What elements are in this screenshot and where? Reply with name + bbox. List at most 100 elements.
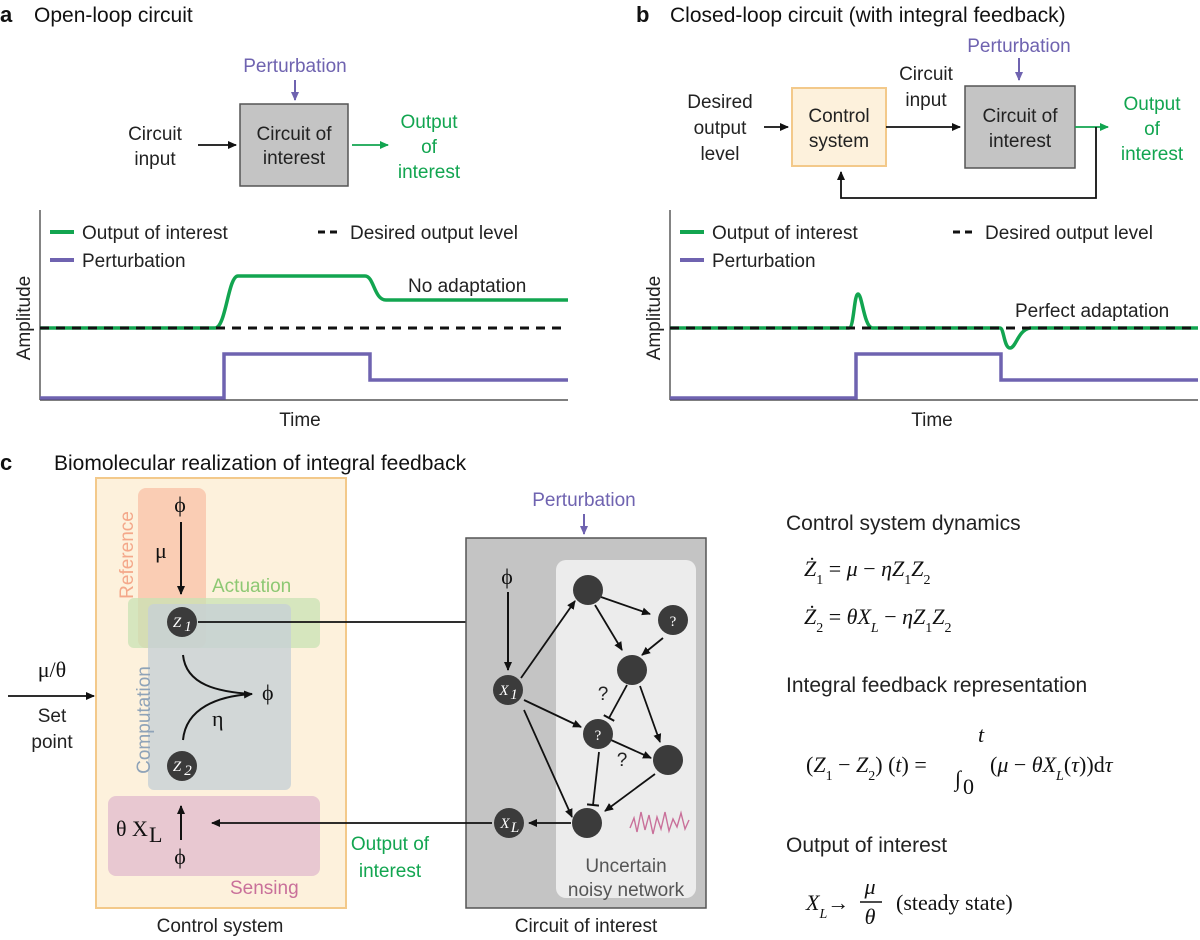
uncertain-label-1: Uncertain — [585, 856, 666, 877]
panel-a-circuit-box — [239, 103, 349, 187]
svg-text:X: X — [498, 683, 509, 699]
panel-b-desired-label-1: Desired — [687, 92, 752, 113]
svg-text:X: X — [499, 816, 510, 832]
panel-a-annotation: No adaptation — [408, 276, 526, 297]
svg-text:1: 1 — [510, 687, 518, 703]
network-node-unknown-1: ? — [658, 605, 688, 635]
svg-text:Z: Z — [173, 759, 182, 775]
equation-1: Ż1 = μ − ηZ1Z2 — [804, 556, 931, 588]
z1-node: Z 1 — [167, 607, 197, 637]
eq-title-integral: Integral feedback representation — [786, 674, 1087, 697]
network-node-unknown-2: ? — [583, 719, 613, 749]
panel-b-legend-output: Output of interest — [712, 223, 858, 244]
panel-a-box-label-1: Circuit of — [257, 124, 333, 145]
panel-c-output-label-2: interest — [359, 861, 422, 882]
circuit-phi: ϕ — [501, 564, 513, 589]
circuit-of-interest-caption: Circuit of interest — [515, 916, 658, 937]
panel-a-output-trace — [40, 274, 568, 330]
network-node-4 — [572, 808, 602, 838]
panel-a-legend-desired: Desired output level — [350, 223, 518, 244]
panel-a-perturbation-label: Perturbation — [243, 56, 347, 77]
panel-b-legend-desired: Desired output level — [985, 223, 1153, 244]
panel-b: b Closed-loop circuit (with integral fee… — [636, 2, 1198, 431]
panel-b-input-label-2: input — [905, 90, 947, 111]
panel-b-box-label-2: interest — [989, 131, 1052, 152]
reference-label: Reference — [117, 511, 138, 599]
panel-a-legend-perturbation: Perturbation — [82, 251, 186, 272]
panel-b-legend-perturbation: Perturbation — [712, 251, 816, 272]
panel-c-perturbation-label: Perturbation — [532, 490, 636, 511]
panel-b-xlabel: Time — [911, 410, 953, 431]
panel-b-output-label-1: Output — [1123, 94, 1181, 115]
integral-sign: ∫ — [953, 766, 963, 792]
panel-b-desired-label-2: output — [694, 118, 748, 139]
eq-title-output: Output of interest — [786, 834, 947, 857]
question-mark-edge-1: ? — [598, 684, 609, 705]
integral-lower-limit: 0 — [963, 774, 974, 799]
equation-4: XL→ — [805, 890, 849, 922]
eq-title-dynamics: Control system dynamics — [786, 512, 1021, 535]
svg-text:2: 2 — [184, 763, 192, 779]
sensing-theta-xl: θ X — [116, 816, 148, 841]
integral-upper-limit: t — [978, 722, 985, 747]
svg-text:Z: Z — [173, 615, 182, 631]
panel-a-output-label-3: interest — [398, 162, 461, 183]
panel-a-output-label-2: of — [421, 137, 438, 158]
sensing-phi: ϕ — [174, 844, 186, 869]
panel-c-output-label-1: Output of — [351, 834, 430, 855]
panel-b-output-trace — [670, 292, 1198, 350]
panel-b-output-label-2: of — [1144, 119, 1161, 140]
panel-b-title: Closed-loop circuit (with integral feedb… — [670, 4, 1066, 27]
panel-a-output-label-1: Output — [400, 112, 458, 133]
fraction-denominator: θ — [865, 904, 876, 929]
panel-b-control-label-2: system — [809, 131, 869, 152]
z2-node: Z 2 — [167, 751, 197, 781]
question-mark-edge-2: ? — [617, 750, 628, 771]
integrand: (μ − θXL(τ))dτ — [990, 752, 1114, 784]
panel-c: c Biomolecular realization of integral f… — [0, 450, 1114, 937]
panel-b-perturbation-label: Perturbation — [967, 36, 1071, 57]
sensing-sub-l: L — [149, 822, 162, 847]
panel-a-letter: a — [0, 2, 13, 27]
svg-text:?: ? — [595, 728, 602, 744]
annihilation-curve-bottom — [182, 690, 253, 741]
x1-node: X 1 — [493, 675, 523, 705]
reference-phi: ϕ — [174, 492, 186, 517]
panel-b-control-box — [791, 87, 887, 167]
panel-c-title: Biomolecular realization of integral fee… — [54, 452, 467, 475]
fraction-numerator: μ — [863, 874, 875, 899]
panel-a-legend-output: Output of interest — [82, 223, 228, 244]
panel-a-input-label-2: input — [134, 149, 176, 170]
svg-text:?: ? — [670, 614, 677, 630]
panel-b-ylabel: Amplitude — [644, 276, 665, 361]
panel-b-output-label-3: interest — [1121, 144, 1184, 165]
panel-b-box-label-1: Circuit of — [983, 106, 1059, 127]
steady-state-label: (steady state) — [896, 890, 1013, 915]
panel-b-letter: b — [636, 2, 649, 27]
network-node-3 — [653, 745, 683, 775]
sensing-region — [108, 796, 320, 876]
panel-b-input-label-1: Circuit — [899, 64, 954, 85]
annihilation-eta: η — [212, 706, 224, 731]
sensing-label: Sensing — [230, 878, 299, 899]
svg-text:L: L — [510, 820, 519, 836]
network-edges — [520, 596, 664, 827]
computation-region — [148, 604, 291, 790]
panel-b-perturbation-trace — [670, 352, 1198, 400]
panel-b-circuit-box — [964, 85, 1076, 169]
panel-a-ylabel: Amplitude — [14, 276, 35, 361]
computation-label: Computation — [134, 666, 155, 774]
annihilation-curve-top — [182, 654, 253, 695]
network-node-1 — [573, 575, 603, 605]
mu-over-theta: μ/θ — [38, 657, 66, 682]
panel-b-annotation: Perfect adaptation — [1015, 301, 1169, 322]
network-node-2 — [617, 655, 647, 685]
panel-a-input-label-1: Circuit — [128, 124, 183, 145]
noise-squiggle-icon — [629, 810, 690, 835]
panel-a-perturbation-trace — [40, 352, 568, 400]
panel-c-letter: c — [0, 450, 12, 475]
uncertain-label-2: noisy network — [568, 880, 685, 901]
svg-text:1: 1 — [184, 619, 192, 635]
panel-b-feedback-arrow — [837, 127, 1097, 199]
